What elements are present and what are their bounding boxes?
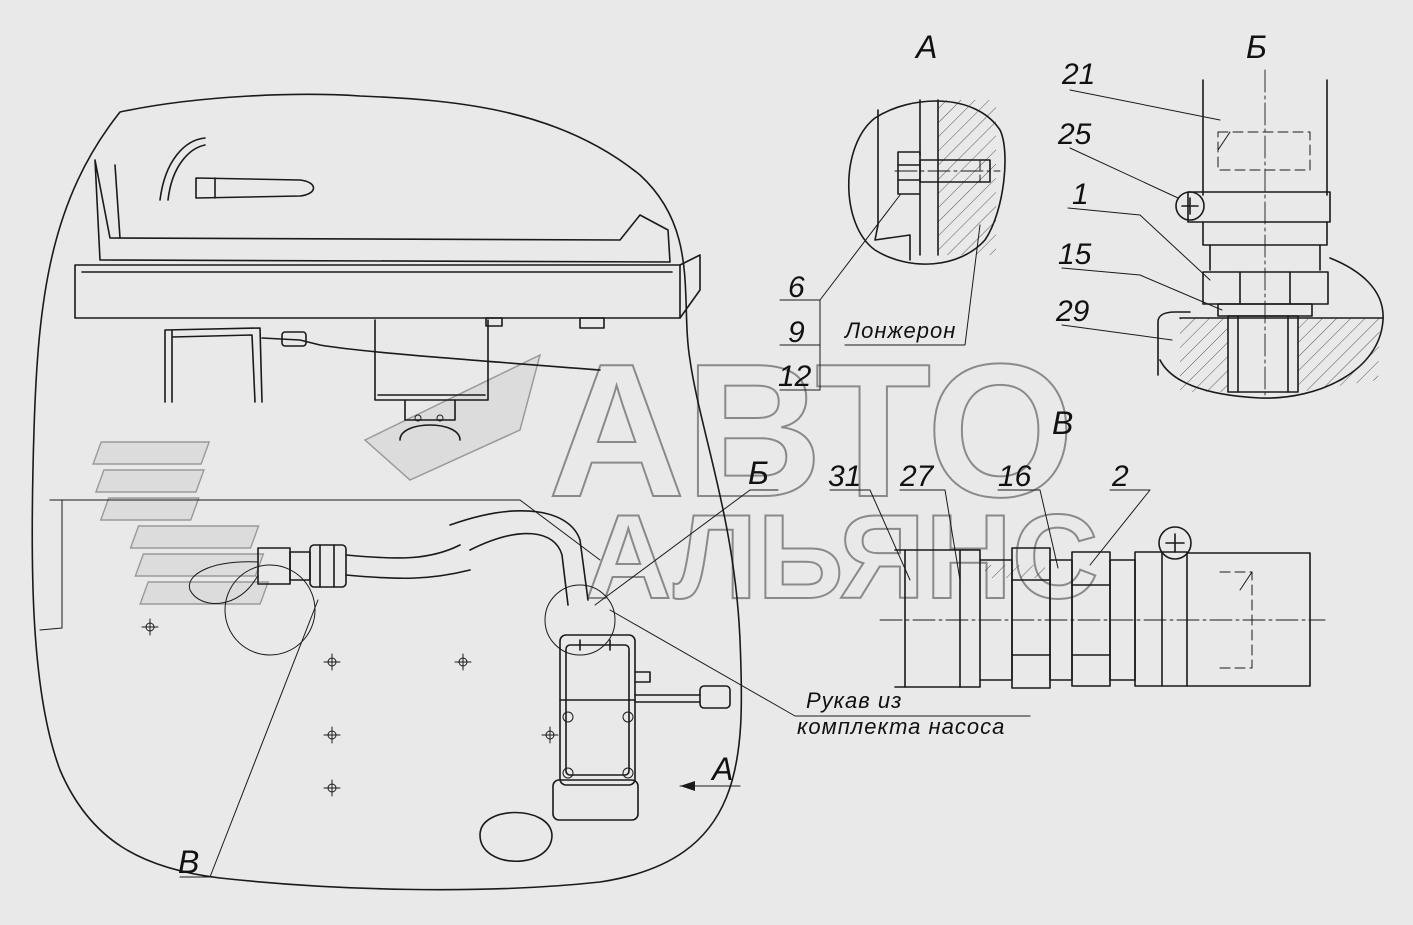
callout-31: 31 [828, 460, 861, 493]
callout-29: 29 [1055, 295, 1090, 328]
callout-16: 16 [998, 460, 1032, 493]
watermark-line1: АВТО [548, 325, 1074, 537]
detail-v-title: В [1052, 405, 1073, 441]
main-view [31, 93, 1031, 891]
detail-a-title: А [914, 29, 937, 65]
callout-27: 27 [899, 460, 935, 493]
callout-25: 25 [1057, 118, 1092, 151]
callout-6: 6 [788, 271, 805, 304]
spar-note: Лонжерон [843, 318, 956, 343]
callout-12: 12 [778, 360, 812, 393]
main-label-v: В [178, 844, 199, 880]
callout-15: 15 [1058, 238, 1092, 271]
hose-note-line1: Рукав из [806, 688, 902, 713]
arrow-label-a: А [710, 751, 733, 787]
detail-v [829, 489, 1326, 689]
detail-b-title: Б [1246, 29, 1267, 65]
callout-2: 2 [1111, 460, 1129, 493]
callout-21: 21 [1061, 58, 1095, 91]
main-label-b: Б [748, 455, 769, 491]
watermark-logo [92, 353, 542, 605]
detail-a [779, 99, 1006, 391]
watermark-line2: АЛЬЯНС [585, 490, 1099, 624]
detail-b [1061, 69, 1384, 399]
callout-1: 1 [1072, 178, 1089, 211]
hose-note-line2: комплекта насоса [797, 714, 1005, 739]
callout-9: 9 [788, 316, 805, 349]
